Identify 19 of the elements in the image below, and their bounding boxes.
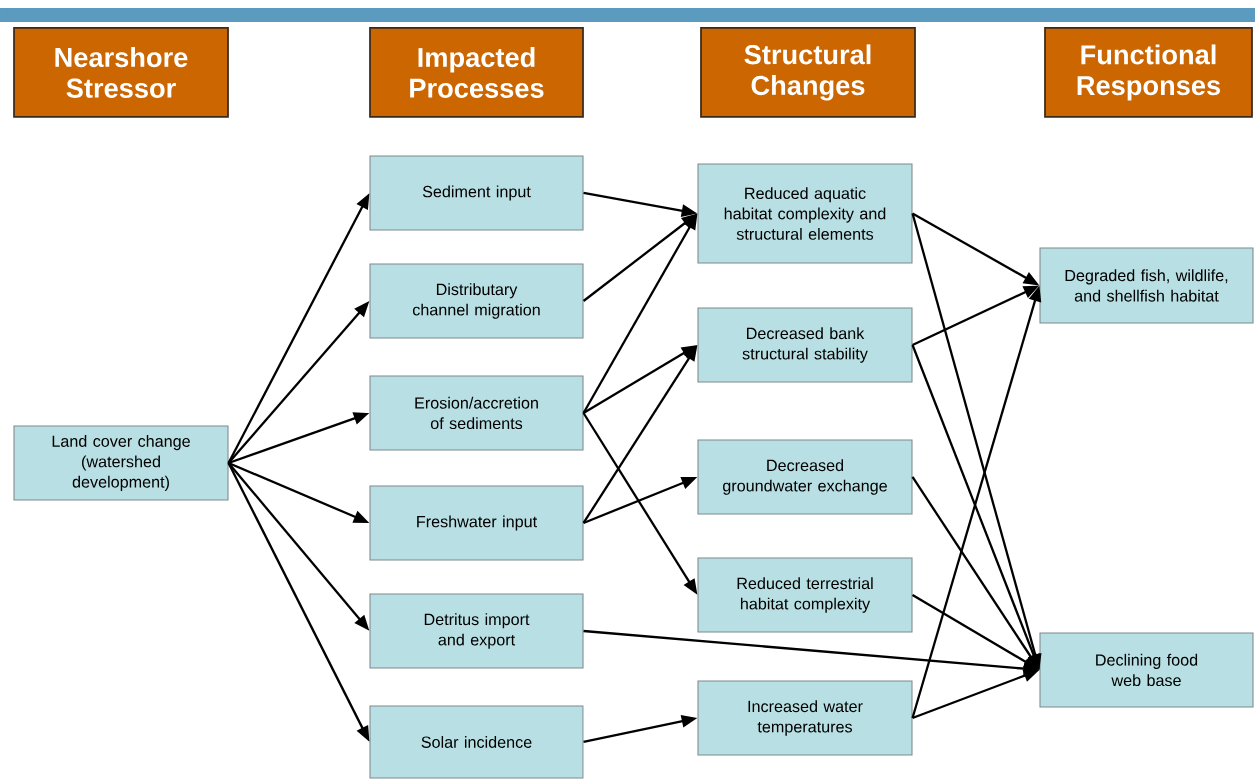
process-box: Reduced terrestrial habitat complexity [697,557,913,633]
header-box: Nearshore Stressor [13,27,229,118]
process-box: Distributary channel migration [369,263,584,339]
process-box: Increased water temperatures [697,680,913,756]
header-box: Impacted Processes [369,27,584,118]
header-box: Functional Responses [1044,27,1253,118]
process-box: Land cover change (watershed development) [13,425,229,501]
process-box: Decreased groundwater exchange [697,439,913,515]
process-box: Detritus import and export [369,593,584,669]
process-box: Decreased bank structural stability [697,307,913,383]
process-box: Reduced aquatic habitat complexity and structural elements [697,163,913,264]
header-box: Structural Changes [700,27,916,118]
process-box: Sediment input [369,155,584,231]
process-box: Degraded fish, wildlife, and shellfish habitat [1039,247,1254,324]
process-box: Erosion/accretion of sediments [369,375,584,451]
top-bar [0,8,1255,22]
process-box: Declining food web base [1039,632,1254,708]
process-box: Freshwater input [369,485,584,561]
process-box: Solar incidence [369,705,584,779]
